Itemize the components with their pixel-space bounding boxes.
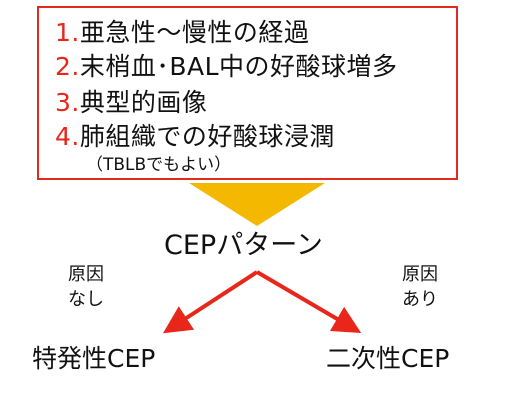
criterion-4: 4.肺組織での好酸球浸潤	[55, 122, 335, 152]
cause-right-line2: あり	[402, 289, 438, 310]
criterion-number: 3.	[55, 88, 80, 117]
outcome-secondary: 二次性CEP	[326, 344, 450, 373]
down-arrow-shape	[189, 183, 325, 226]
criterion-3: 3.典型的画像	[55, 88, 207, 118]
criterion-number: 1.	[55, 18, 80, 47]
criteria-box: 1.亜急性～慢性の経過 2.末梢血･BAL中の好酸球増多 3.典型的画像 4.肺…	[37, 6, 458, 180]
cause-right-line1: 原因	[402, 264, 438, 285]
outcome-idiopathic: 特発性CEP	[32, 344, 156, 373]
arrow-right-icon	[255, 270, 362, 334]
criterion-number: 4.	[55, 122, 80, 151]
criterion-number: 2.	[55, 52, 80, 81]
criterion-text: 末梢血･BAL中の好酸球増多	[79, 52, 398, 81]
cause-right-label: 原因 あり	[402, 262, 438, 312]
cause-left-line1: 原因	[68, 264, 104, 285]
criterion-text: 亜急性～慢性の経過	[79, 18, 310, 47]
criterion-text: 肺組織での好酸球浸潤	[79, 122, 335, 151]
criterion-note: （TBLBでもよい）	[86, 155, 232, 175]
arrow-left-icon	[162, 270, 259, 334]
criterion-2: 2.末梢血･BAL中の好酸球増多	[55, 52, 398, 82]
cause-left-line2: なし	[68, 289, 104, 310]
cause-left-label: 原因 なし	[68, 262, 104, 312]
pattern-label: CEPパターン	[164, 230, 323, 261]
criterion-text: 典型的画像	[79, 88, 208, 117]
criterion-1: 1.亜急性～慢性の経過	[55, 18, 309, 48]
